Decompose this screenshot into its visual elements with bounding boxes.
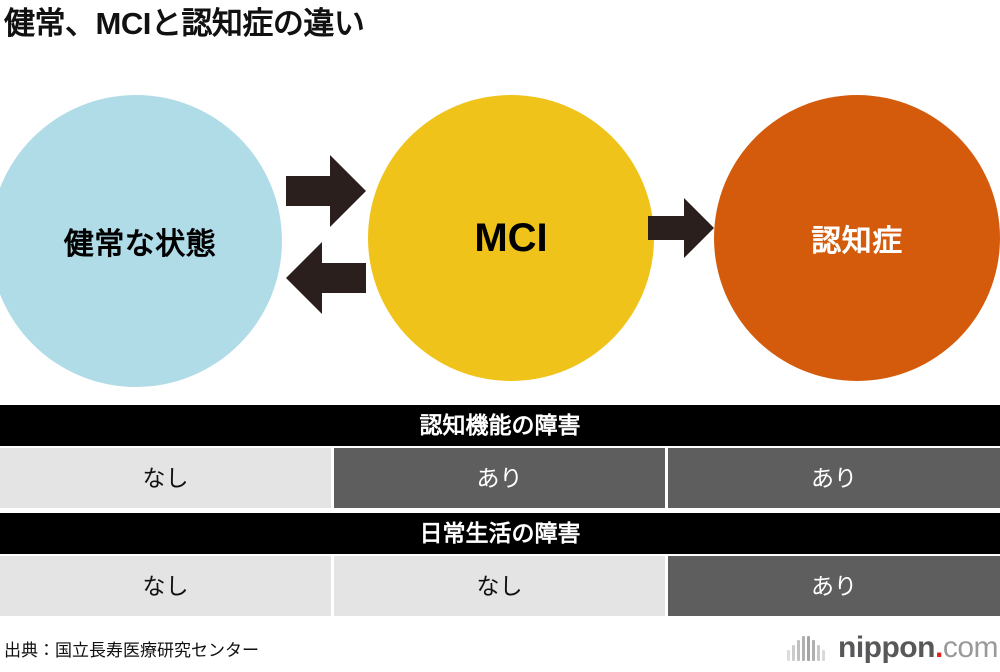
cell-cognitive-healthy: なし [0, 448, 331, 508]
sound-bars-icon [787, 635, 827, 661]
table-row: なし あり あり [0, 448, 1000, 508]
node-mci-label: MCI [474, 215, 548, 260]
node-mci: MCI [368, 95, 654, 381]
logo-dot: . [934, 631, 943, 664]
arrow-left-icon [286, 242, 366, 314]
table-daily-header: 日常生活の障害 [0, 513, 1000, 554]
node-dementia-label: 認知症 [811, 225, 903, 258]
source-credit: 出典：国立長寿医療研究センター [4, 641, 259, 660]
table-daily-living-impairment: 日常生活の障害 なし なし あり [0, 513, 1000, 616]
arrow-right-icon [648, 198, 714, 258]
cell-daily-mci: なし [334, 556, 665, 616]
cell-cognitive-mci: あり [334, 448, 665, 508]
progression-diagram: 健常な状態 MCI 認知症 [0, 85, 1000, 395]
table-cognitive-header: 認知機能の障害 [0, 405, 1000, 446]
node-dementia: 認知症 [714, 95, 1000, 381]
logo-wordmark: nippon.com [838, 631, 999, 664]
arrow-right-icon [286, 155, 366, 227]
table-row: なし なし あり [0, 556, 1000, 616]
table-cognitive-impairment: 認知機能の障害 なし あり あり [0, 405, 1000, 508]
logo-tld: com [942, 631, 999, 664]
nippon-com-logo[interactable]: nippon.com [787, 631, 999, 664]
cell-cognitive-dementia: あり [668, 448, 1000, 508]
footer: 出典：国立長寿医療研究センター nippon.com [0, 624, 1000, 672]
node-healthy: 健常な状態 [0, 95, 282, 387]
logo-name: nippon [838, 631, 935, 664]
node-healthy-label: 健常な状態 [63, 228, 217, 261]
cell-daily-dementia: あり [668, 556, 1000, 616]
page-title: 健常、MCIと認知症の違い [4, 6, 365, 41]
cell-daily-healthy: なし [0, 556, 331, 616]
